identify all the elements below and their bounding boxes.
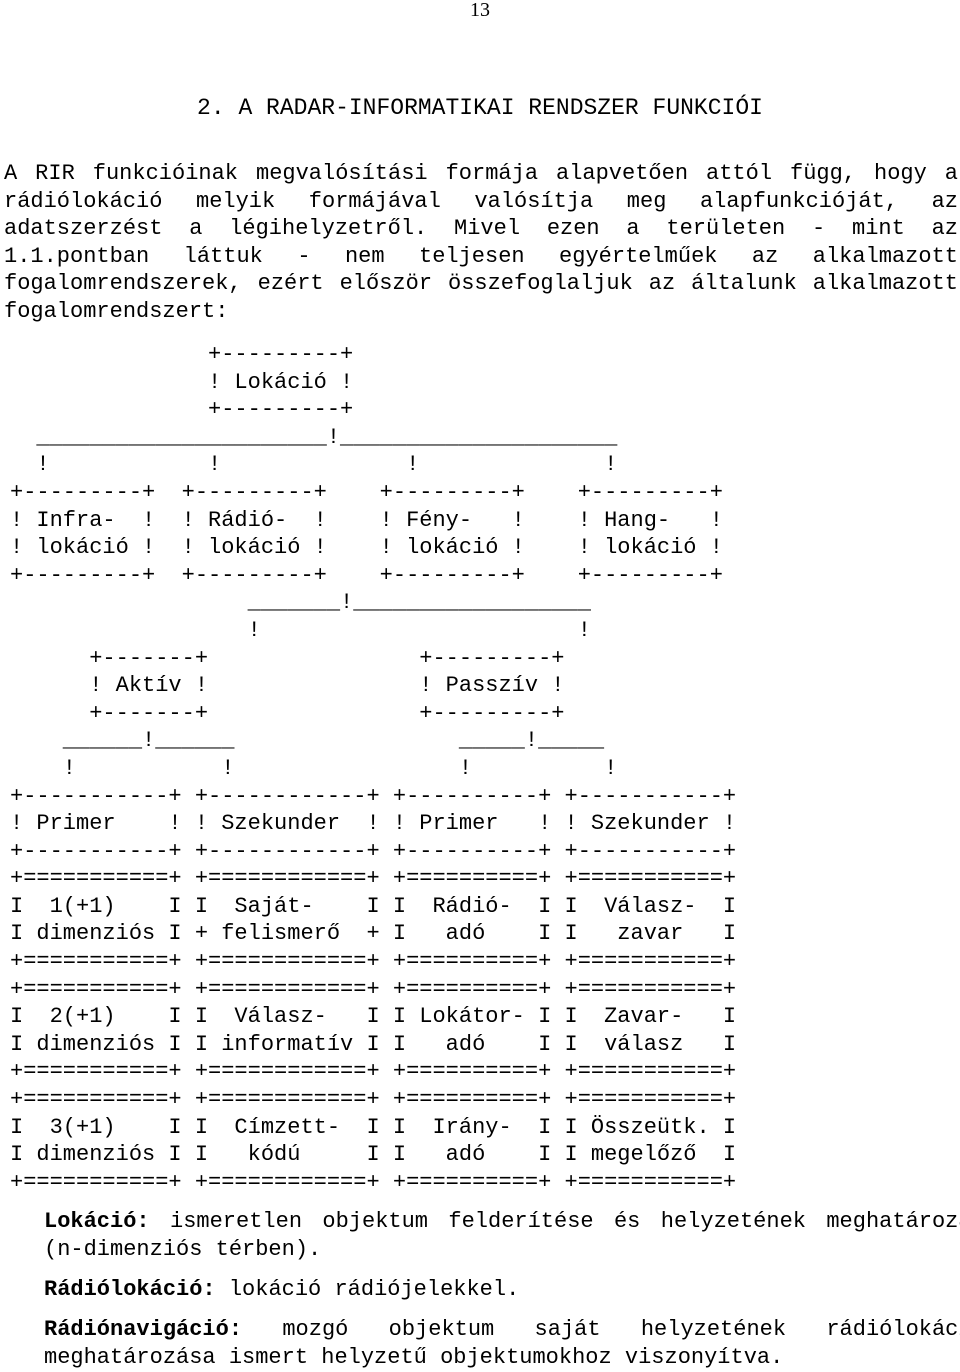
definition-text: lokáció rádiójelekkel.	[215, 1277, 520, 1302]
definition-radionavigacio: Rádiónavigáció: mozgó objektum saját hel…	[4, 1316, 960, 1372]
page-number: 13	[470, 0, 490, 21]
definition-lokacio: Lokáció: ismeretlen objektum felderítése…	[4, 1208, 960, 1264]
concept-hierarchy-diagram: +---------+ ! Lokáció ! +---------+ ____…	[10, 342, 737, 1195]
definition-term: Rádiólokáció:	[44, 1277, 216, 1302]
definition-text: mozgó objektum saját helyzetének rádiólo…	[44, 1317, 960, 1370]
intro-paragraph: A RIR funkcióinak megvalósítási formája …	[4, 161, 958, 324]
definition-text: ismeretlen objektum felderítése és helyz…	[44, 1209, 960, 1262]
definition-term: Lokáció:	[44, 1209, 150, 1234]
definition-radiolokacio: Rádiólokáció: lokáció rádiójelekkel.	[4, 1276, 960, 1304]
definition-term: Rádiónavigáció:	[44, 1317, 243, 1342]
section-heading: 2. A RADAR-INFORMATIKAI RENDSZER FUNKCIÓ…	[197, 95, 763, 121]
